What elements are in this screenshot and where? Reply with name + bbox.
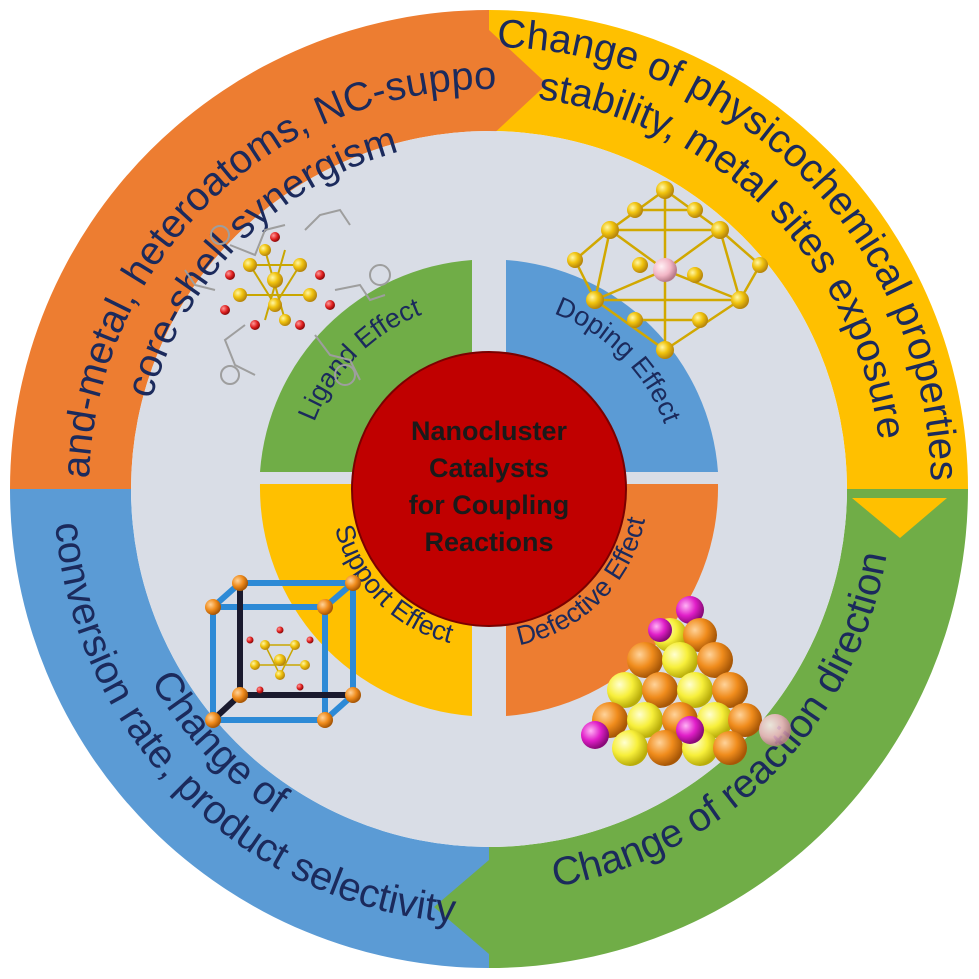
arrow-head-top [489,30,547,138]
ring-segment-bottom-left [10,489,489,968]
ligand-protected-cluster-icon [184,208,391,386]
ring-segment-bottom-right [489,489,968,968]
center-title-line4: Reactions [424,527,553,557]
arrow-head-right [852,498,947,538]
center-circle [351,351,627,627]
center-title-line1: Nanocluster [411,416,568,446]
center-title-line3: for Coupling [409,490,569,520]
framework-cube-icon [205,575,361,728]
ring-segment-top-left [10,10,489,489]
defective-sphere-cluster-icon [581,596,791,766]
doped-metal-cluster-icon [567,181,768,359]
ring-segment-top-right [489,10,968,489]
center-title-line2: Catalysts [429,453,549,483]
arrow-head-bottom [434,860,489,954]
